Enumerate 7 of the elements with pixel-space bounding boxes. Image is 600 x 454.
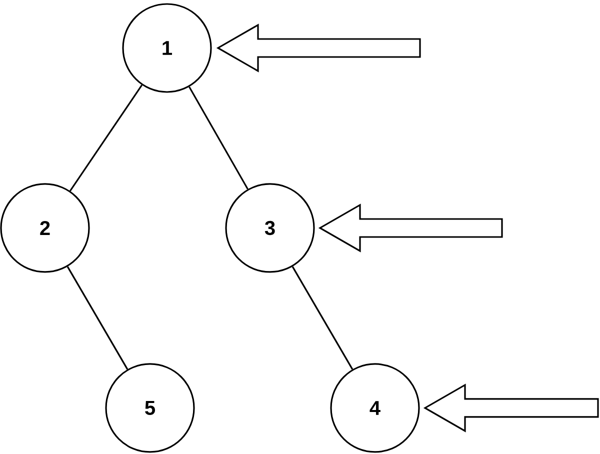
hollow-arrow xyxy=(216,24,421,72)
tree-edge xyxy=(66,266,128,370)
tree-edge xyxy=(292,266,354,370)
hollow-arrow xyxy=(423,384,599,432)
hollow-arrow xyxy=(318,204,503,252)
tree-edge xyxy=(69,84,143,192)
tree-edge xyxy=(188,86,248,190)
